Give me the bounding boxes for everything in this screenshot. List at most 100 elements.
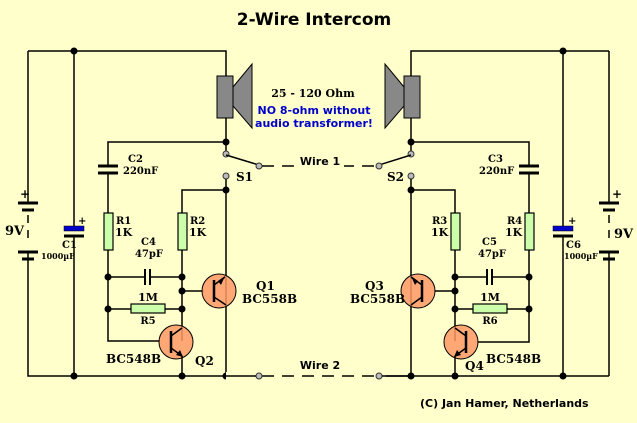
capacitor-c3: C3 220nF [479,154,539,177]
transistor-q4: BC548B Q4 [443,324,541,376]
c3-name: C3 [488,154,503,165]
diagram-title: 2-Wire Intercom [237,10,391,30]
r2-wire [181,189,226,341]
junction-node [104,305,112,313]
r5-name: R5 [140,316,155,327]
battery-left-label: 9V [5,224,25,239]
c4-value: 47pF [135,249,163,260]
r1-value: 1K [115,226,133,239]
s1-lever [225,154,260,166]
c5-name: C5 [482,237,497,248]
junction-node [407,372,415,380]
s2-common [375,162,383,170]
c2-name: C2 [128,154,143,165]
switch-s1[interactable]: S1 [222,150,263,184]
capacitor-c4: C4 47pF [135,237,163,285]
junction-node [178,287,186,295]
battery-left: + 9V [5,187,38,261]
c1-value: 1000µF [41,251,75,261]
q4-name: Q4 [465,359,484,373]
r6-value: 1M [480,291,500,304]
junction-node [70,372,78,380]
junction-node [178,372,186,380]
junction-node [559,47,567,55]
junction-node [451,372,459,380]
junction-node [104,273,112,281]
s1-label: S1 [236,170,253,184]
wire-2-label: Wire 2 [300,359,340,372]
c3-value: 220nF [479,166,514,177]
c1-name: C1 [62,240,77,251]
impedance-note: 25 - 120 Ohm [271,87,355,100]
c2-value: 220nF [123,166,158,177]
junction-node [70,47,78,55]
r6-name: R6 [482,316,497,327]
transistor-q2: BC548B Q2 [106,324,214,376]
junction-node [525,305,533,313]
q2-name: Q2 [195,354,214,368]
s2-lever [378,154,412,166]
left-battery-wire [27,51,609,377]
r3-wire [411,189,456,341]
top-rail-right [410,50,609,77]
q3-type: BC558B [350,292,405,306]
q4-type: BC548B [486,352,541,366]
q1-name: Q1 [256,279,275,293]
junction-node [525,273,533,281]
speaker-right [384,62,421,130]
warning-line-2: audio transformer! [255,117,373,130]
wire-2-terminal-right [375,372,383,380]
c6-name: C6 [566,240,581,251]
resistor-r3: R3 1K [431,212,461,251]
transistor-q3: Q3 BC558B [350,273,436,309]
battery-right: + 9V [599,187,634,261]
q3-name: Q3 [365,279,384,293]
battery-plus-sign: + [20,187,30,201]
c4-name: C4 [141,237,156,248]
s1-common [255,162,263,170]
speaker-left [216,62,253,130]
r3-name: R3 [432,216,447,227]
s2-label: S2 [387,170,404,184]
r2-value: 1K [189,226,207,239]
resistor-r2: R2 1K [177,212,207,251]
battery-right-label: 9V [614,227,634,242]
top-rail-left [28,50,227,77]
capacitor-c2: C2 220nF [98,154,158,177]
c6-plus-sign: + [568,216,576,227]
junction-node [178,305,186,313]
r4-name: R4 [507,216,522,227]
warning-line-1: NO 8-ohm without [258,104,371,117]
capacitor-c1: + C1 1000µF [41,216,86,261]
resistor-r6: 1M R6 [472,291,508,327]
junction-node [451,305,459,313]
capacitor-c6: + C6 1000µF [552,216,598,261]
capacitor-c5: C5 47pF [478,237,506,285]
r3-value: 1K [431,226,449,239]
q1-type: BC558B [242,292,297,306]
wire-1-label: Wire 1 [300,155,340,168]
r5-value: 1M [138,291,158,304]
q2-type: BC548B [106,352,161,366]
resistor-r1: R1 1K [103,212,133,251]
r2-name: R2 [190,216,205,227]
s2-contact-bottom [407,172,415,180]
transistor-q1: Q1 BC558B [201,273,297,309]
copyright-text: (C) Jan Hamer, Netherlands [420,397,589,410]
battery-plus-sign: + [612,187,622,201]
junction-node [451,287,459,295]
junction-node [559,372,567,380]
c5-value: 47pF [478,249,506,260]
switch-s2[interactable]: S2 [375,150,415,184]
junction-node [451,273,459,281]
s1-contact-bottom [222,172,230,180]
resistor-r5: 1M R5 [130,291,166,327]
r1-name: R1 [116,216,131,227]
c1-plus-sign: + [78,216,86,227]
wire-2-terminal-left [255,372,263,380]
c6-value: 1000µF [564,251,598,261]
resistor-r4: R4 1K [505,212,535,251]
r4-value: 1K [505,226,523,239]
junction-node [178,273,186,281]
